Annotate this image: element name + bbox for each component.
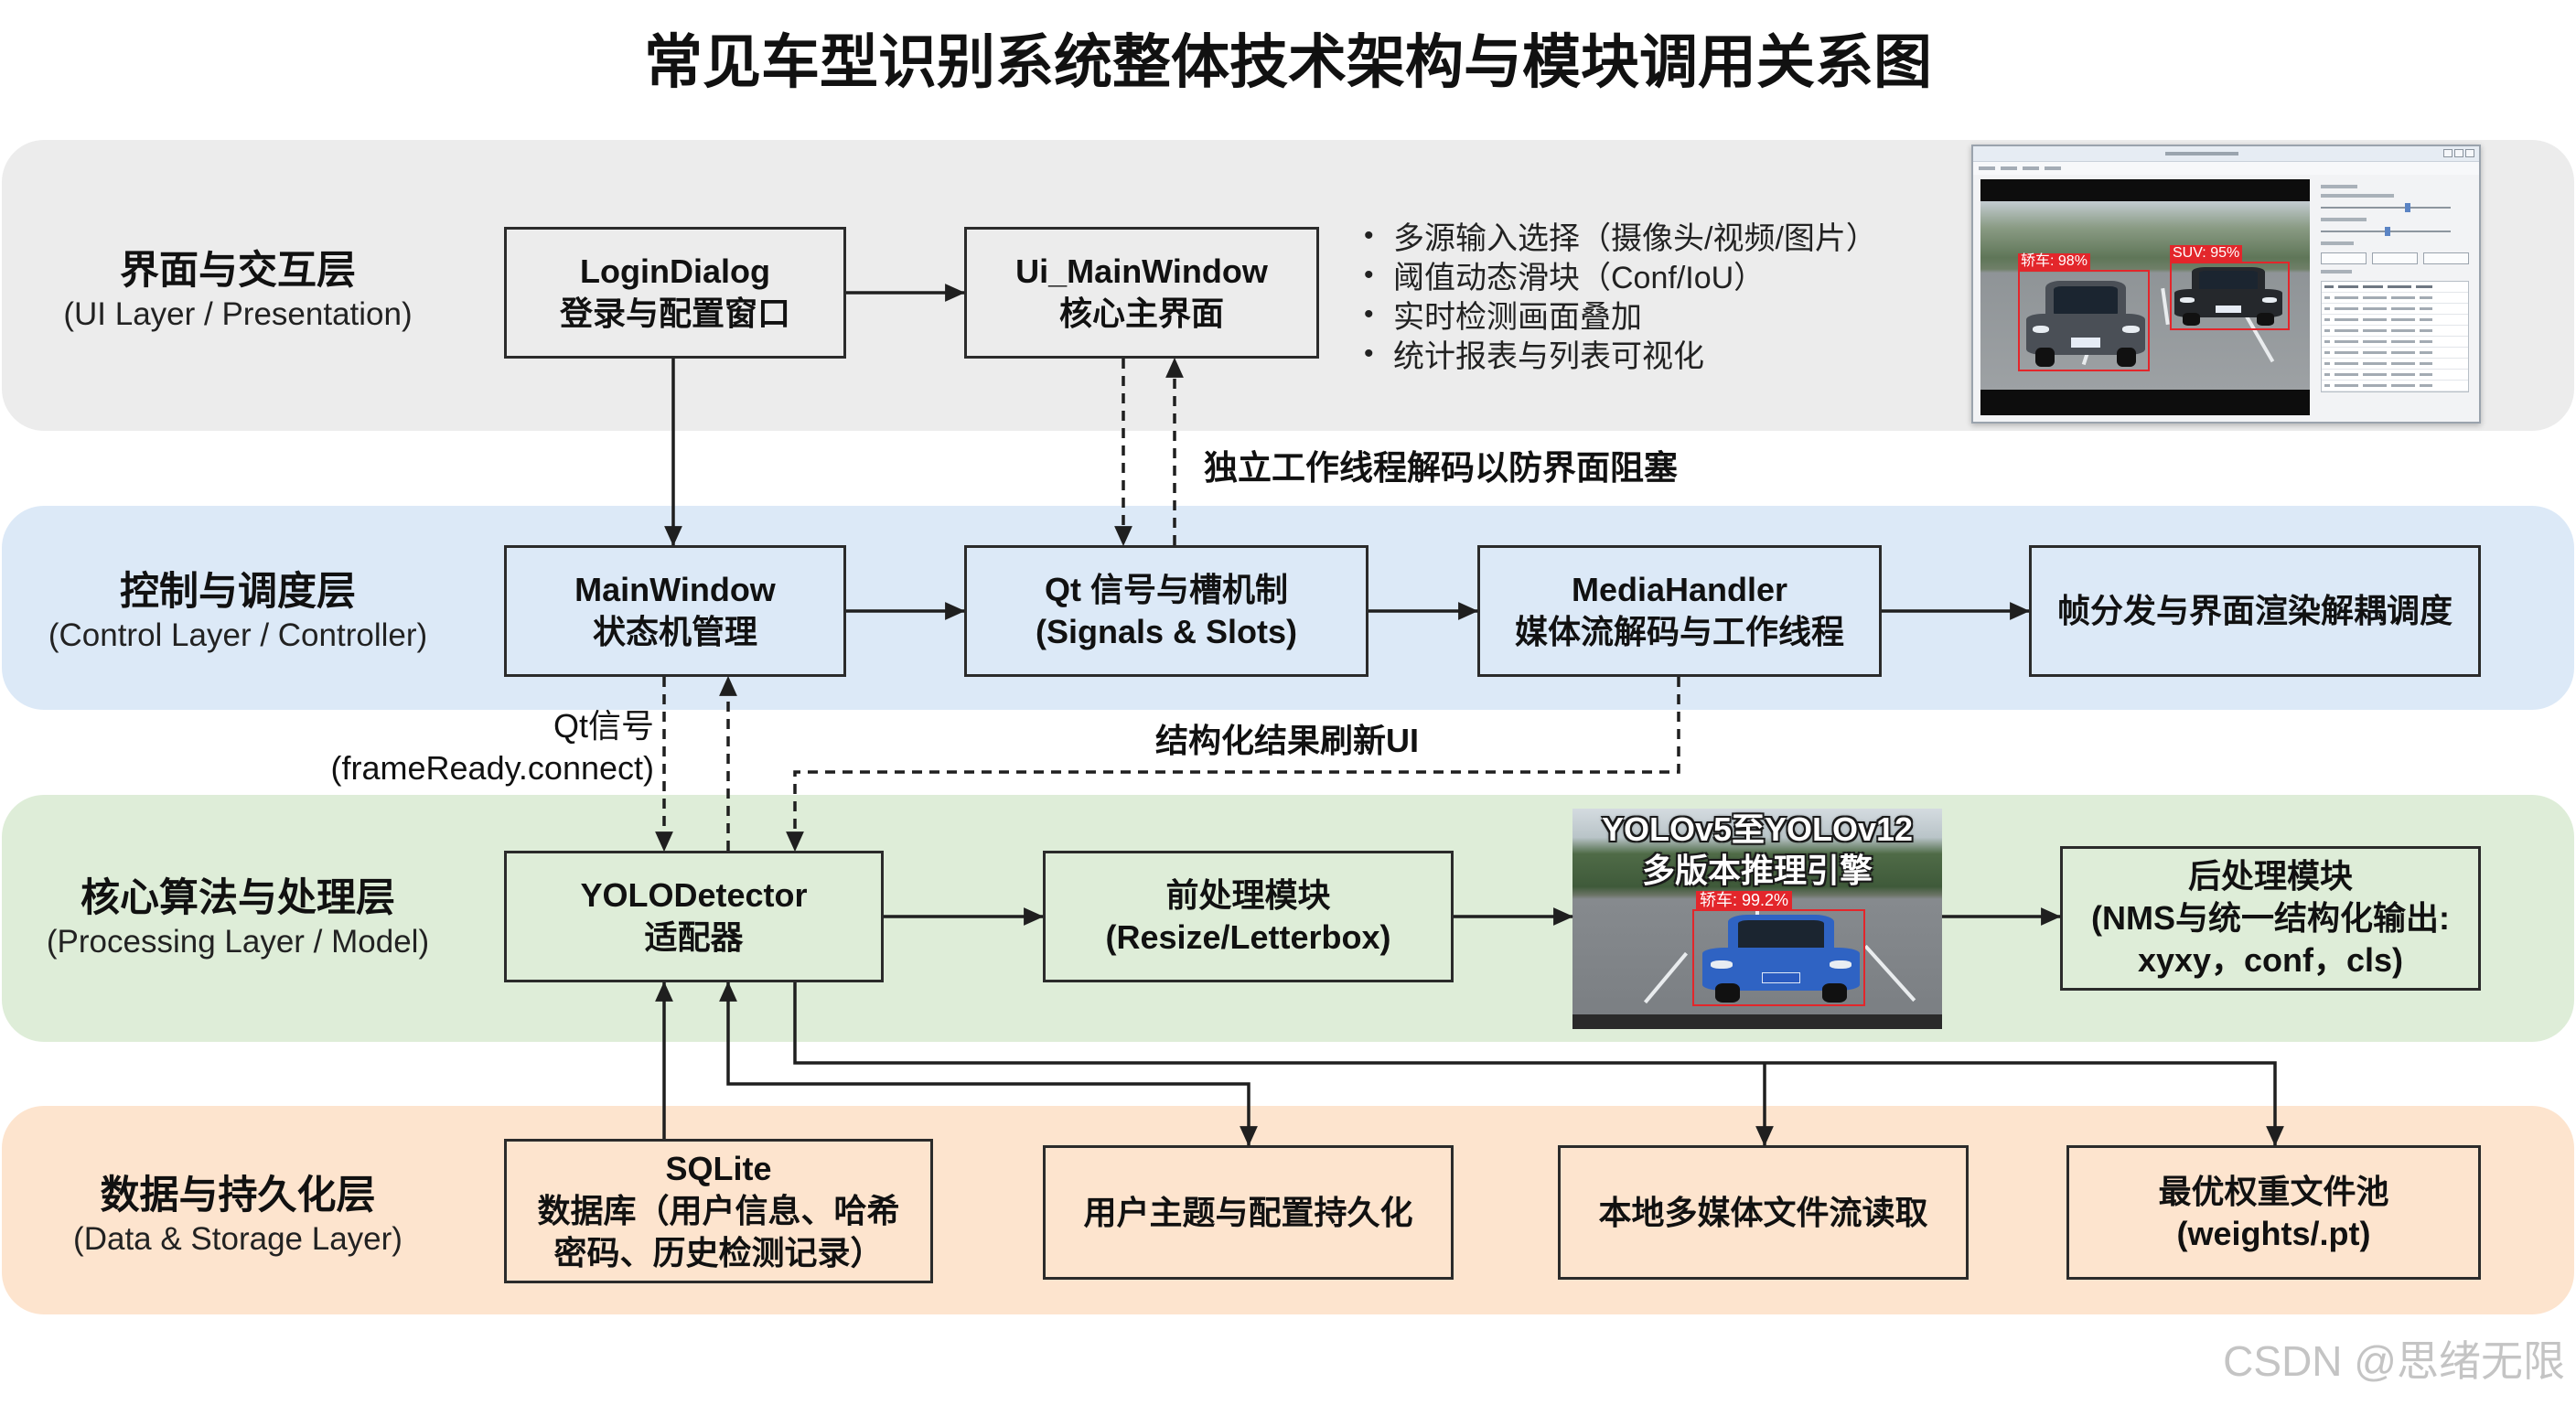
ui-feature-list: • 多源输入选择（摄像头/视频/图片） • 阈值动态滑块（Conf/IoU） • 实时… bbox=[1364, 216, 1877, 374]
list-item: • 多源输入选择（摄像头/视频/图片） bbox=[1364, 216, 1877, 256]
control-layer-label: 控制与调度层 (Control Layer / Controller) bbox=[0, 568, 476, 656]
module-desc: (Resize/Letterbox) bbox=[1105, 918, 1391, 956]
iou-slider bbox=[2321, 227, 2469, 236]
login-dialog-module: LoginDialog 登录与配置窗口 bbox=[504, 227, 846, 359]
feature-text: 多源输入选择（摄像头/视频/图片） bbox=[1393, 221, 1877, 256]
module-name: SQLite bbox=[665, 1150, 772, 1187]
module-desc: (Signals & Slots) bbox=[1035, 613, 1298, 650]
qt-signal-call: (frameReady.connect) bbox=[330, 749, 654, 787]
detection-box-car bbox=[1692, 909, 1865, 1006]
worker-thread-note: 独立工作线程解码以防界面阻塞 bbox=[1204, 449, 1678, 487]
feature-text: 统计报表与列表可视化 bbox=[1393, 339, 1704, 374]
ui-main-window-module: Ui_MainWindow 核心主界面 bbox=[964, 227, 1319, 359]
feature-text: 实时检测画面叠加 bbox=[1393, 300, 1642, 335]
module-name: Qt 信号与槽机制 bbox=[1045, 571, 1288, 608]
frame-dispatch-module: 帧分发与界面渲染解耦调度 bbox=[2029, 545, 2481, 677]
qt-signals-slots-module: Qt 信号与槽机制 (Signals & Slots) bbox=[964, 545, 1368, 677]
preview-result-table bbox=[2321, 281, 2469, 392]
diagram-title: 常见车型识别系统整体技术架构与模块调用关系图 bbox=[644, 29, 1932, 95]
module-name: 后处理模块 bbox=[2187, 857, 2353, 895]
detection-label-suv: SUV: 95% bbox=[2170, 245, 2243, 262]
processing-layer-label: 核心算法与处理层 (Processing Layer / Model) bbox=[0, 874, 476, 962]
module-desc: 核心主界面 bbox=[1058, 295, 1224, 332]
module-name: MediaHandler bbox=[1571, 571, 1788, 608]
detection-label-car: 轿车: 99.2% bbox=[1696, 891, 1793, 909]
preview-control-panel bbox=[2317, 179, 2473, 415]
minimize-icon bbox=[2443, 149, 2453, 157]
module-desc: (weights/.pt) bbox=[2176, 1214, 2371, 1252]
local-media-module: 本地多媒体文件流读取 bbox=[1558, 1145, 1969, 1280]
car-sedan bbox=[2026, 281, 2145, 367]
preview-video-area: 轿车: 98% SUV: 95% bbox=[1980, 179, 2310, 415]
module-desc-cont: 密码、历史检测记录） bbox=[553, 1234, 884, 1271]
module-name: 前处理模块 bbox=[1165, 876, 1331, 914]
maximize-icon bbox=[2454, 149, 2463, 157]
module-desc: (NMS与统一结构化输出: bbox=[2091, 899, 2450, 937]
ui-preview-screenshot: 轿车: 98% SUV: 95% bbox=[1971, 145, 2481, 424]
module-desc: 登录与配置窗口 bbox=[559, 295, 790, 332]
detection-box-suv bbox=[2170, 262, 2290, 330]
preview-button-row bbox=[2321, 252, 2469, 264]
inference-engine-title: 多版本推理引擎 bbox=[1641, 852, 1873, 889]
module-desc: 适配器 bbox=[644, 918, 744, 956]
preview-title-placeholder bbox=[2165, 152, 2238, 156]
postprocess-module: 后处理模块 (NMS与统一结构化输出: xyxy，conf，cls) bbox=[2060, 846, 2481, 991]
main-window-module: MainWindow 状态机管理 bbox=[504, 545, 846, 677]
detection-label-sedan: 轿车: 98% bbox=[2018, 253, 2090, 270]
car-suv bbox=[2174, 267, 2282, 326]
bullet-icon: • bbox=[1364, 260, 1374, 290]
layer-subtitle: (Control Layer / Controller) bbox=[48, 617, 428, 653]
sqlite-module: SQLite 数据库（用户信息、哈希 密码、历史检测记录） bbox=[504, 1139, 933, 1283]
qt-signal-label: Qt信号 bbox=[553, 707, 654, 745]
detection-box-sedan bbox=[2018, 270, 2150, 371]
preview-title-bar bbox=[1973, 146, 2479, 162]
yolo-detector-module: YOLODetector 适配器 bbox=[504, 851, 884, 982]
layer-subtitle: (Data & Storage Layer) bbox=[73, 1221, 402, 1257]
bullet-icon: • bbox=[1364, 220, 1374, 251]
feature-text: 阈值动态滑块（Conf/IoU） bbox=[1393, 261, 1766, 295]
weights-pool-module: 最优权重文件池 (weights/.pt) bbox=[2066, 1145, 2481, 1280]
preview-menu-bar bbox=[1973, 162, 2479, 175]
bullet-icon: • bbox=[1364, 299, 1374, 329]
module-name: Ui_MainWindow bbox=[1015, 252, 1268, 290]
layer-name: 界面与交互层 bbox=[120, 249, 356, 293]
list-item: • 阈值动态滑块（Conf/IoU） bbox=[1364, 255, 1877, 295]
list-item: • 统计报表与列表可视化 bbox=[1364, 334, 1877, 374]
layer-name: 控制与调度层 bbox=[120, 570, 356, 614]
media-handler-module: MediaHandler 媒体流解码与工作线程 bbox=[1477, 545, 1882, 677]
data-layer-label: 数据与持久化层 (Data & Storage Layer) bbox=[0, 1172, 476, 1260]
inference-engine-versions: YOLOv5至YOLOv12 bbox=[1601, 810, 1914, 848]
layer-name: 核心算法与处理层 bbox=[80, 876, 395, 920]
module-name: MainWindow bbox=[574, 571, 776, 608]
qt-signal-note: Qt信号 (frameReady.connect) bbox=[274, 705, 654, 789]
inference-engine-image: 轿车: 99.2% YOLOv5至YOLOv12 多版本推理引擎 bbox=[1572, 809, 1942, 1029]
confidence-slider bbox=[2321, 203, 2469, 212]
layer-subtitle: (UI Layer / Presentation) bbox=[63, 296, 413, 332]
refresh-ui-note: 结构化结果刷新UI bbox=[1155, 722, 1420, 759]
module-name: 最优权重文件池 bbox=[2158, 1172, 2389, 1210]
module-name: LoginDialog bbox=[580, 252, 770, 290]
user-config-module: 用户主题与配置持久化 bbox=[1043, 1145, 1454, 1280]
layer-name: 数据与持久化层 bbox=[100, 1174, 376, 1217]
preprocess-module: 前处理模块 (Resize/Letterbox) bbox=[1043, 851, 1454, 982]
module-name: 帧分发与界面渲染解耦调度 bbox=[2056, 592, 2453, 629]
module-name: 本地多媒体文件流读取 bbox=[1598, 1193, 1928, 1231]
watermark: CSDN @思绪无限 bbox=[2223, 1337, 2565, 1385]
close-icon bbox=[2465, 149, 2474, 157]
image-info-strip bbox=[1572, 1014, 1942, 1029]
module-desc: 状态机管理 bbox=[592, 613, 757, 650]
module-desc: 数据库（用户信息、哈希 bbox=[537, 1192, 900, 1229]
ui-layer-label: 界面与交互层 (UI Layer / Presentation) bbox=[0, 247, 476, 335]
module-desc-cont: xyxy，conf，cls) bbox=[2137, 941, 2404, 979]
module-name: YOLODetector bbox=[580, 876, 808, 914]
module-desc: 媒体流解码与工作线程 bbox=[1514, 613, 1844, 650]
list-item: • 实时检测画面叠加 bbox=[1364, 295, 1877, 335]
module-name: 用户主题与配置持久化 bbox=[1083, 1193, 1413, 1231]
bullet-icon: • bbox=[1364, 338, 1374, 369]
layer-subtitle: (Processing Layer / Model) bbox=[46, 924, 430, 960]
